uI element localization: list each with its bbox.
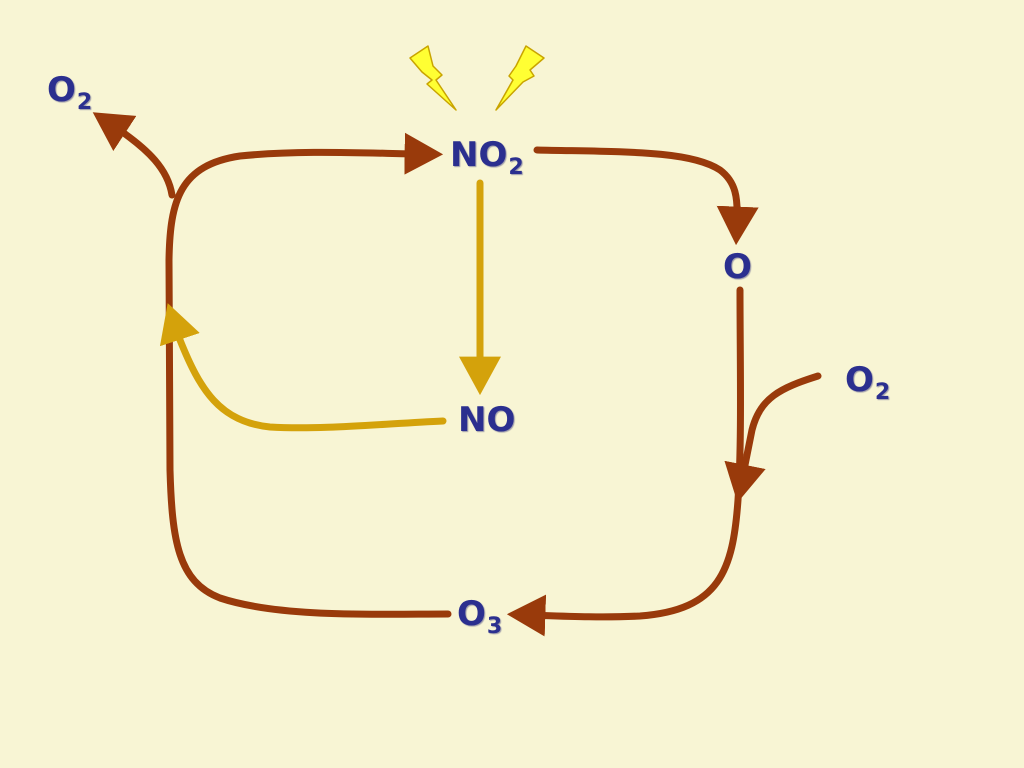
o-base: O (723, 247, 752, 287)
lightning-bolt-icon (409, 45, 457, 111)
o3-base: O (457, 594, 486, 634)
no2-base: NO (450, 135, 508, 175)
o2-top-subscript: 2 (76, 90, 93, 115)
no-base: NO (458, 400, 516, 440)
o3-label: O3 (457, 594, 502, 638)
o3-subscript: 3 (486, 614, 503, 639)
o2-right-label: O2 (845, 360, 890, 404)
arrow-to-o2-top (92, 112, 176, 199)
o2-top-label: O2 (47, 70, 92, 114)
o2-right-subscript: 2 (874, 380, 891, 405)
o2-top-base: O (47, 70, 76, 110)
arrow-no2-to-o (533, 146, 759, 246)
no2-label: NO2 (450, 135, 524, 179)
arrow-o2-join (724, 372, 822, 503)
arrow-o-to-o3 (506, 286, 744, 637)
o2-right-base: O (845, 360, 874, 400)
arrow-no-to-cycle (159, 303, 447, 432)
no-label: NO (458, 403, 515, 437)
no2-subscript: 2 (508, 155, 524, 180)
o-label: O (723, 250, 752, 284)
arrow-o3-to-no2 (165, 132, 452, 618)
lightning-bolt-icon (495, 45, 545, 111)
